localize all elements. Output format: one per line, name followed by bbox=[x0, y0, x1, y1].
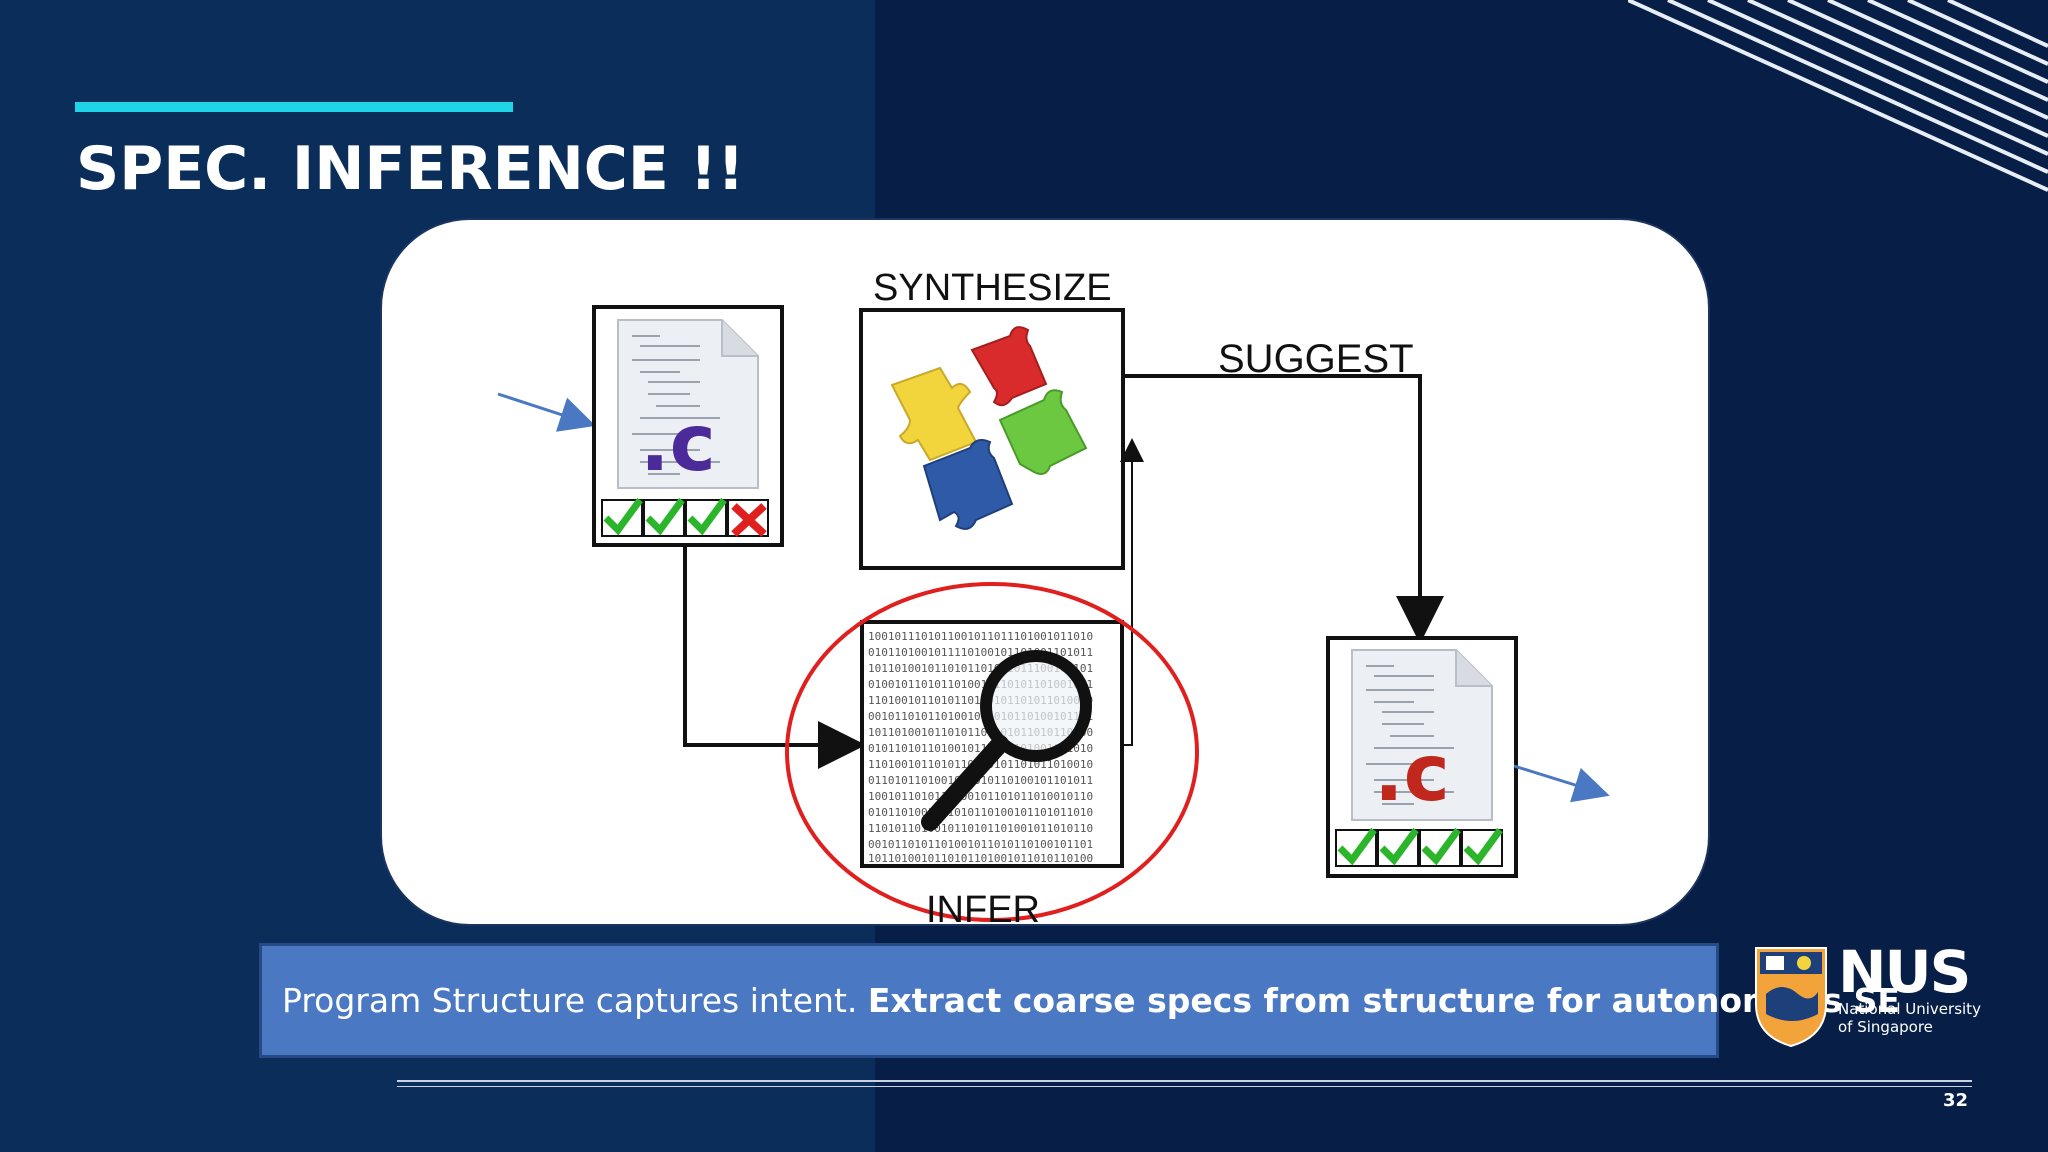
check-icon bbox=[603, 497, 643, 536]
output-arrow bbox=[1513, 764, 1610, 803]
check-icon bbox=[1463, 827, 1503, 866]
magnifier-icon bbox=[921, 650, 1092, 831]
footer-rule-thin bbox=[397, 1086, 1972, 1087]
infer-box: 1001011101011001011011101001011010 01011… bbox=[860, 620, 1124, 868]
check-icon bbox=[1421, 827, 1461, 866]
suggest-arrow bbox=[1123, 374, 1444, 644]
decorative-stripes bbox=[1628, 0, 2048, 192]
input-arrow bbox=[497, 392, 596, 432]
svg-text:100101110101100101101110100101: 1001011101011001011011101001011010 bbox=[868, 630, 1093, 643]
puzzle-icon bbox=[890, 326, 1088, 530]
synthesize-box bbox=[859, 308, 1125, 570]
nus-logo-line1: National University bbox=[1838, 1000, 1981, 1018]
input-file-ext: .c bbox=[640, 399, 716, 489]
check-icon bbox=[645, 497, 685, 536]
caption-box: Program Structure captures intent. Extra… bbox=[259, 943, 1900, 1058]
caption-text: Program Structure captures intent. Extra… bbox=[282, 981, 1900, 1020]
svg-text:110101101001011010110100101101: 1101011010010110101101001011010110 bbox=[868, 822, 1093, 835]
svg-text:011010110100101101011010010110: 0110101101001011010110100101101011 bbox=[868, 774, 1093, 787]
footer-rule bbox=[397, 1080, 1972, 1082]
output-file-ext: .c bbox=[1374, 729, 1450, 819]
synthesize-label: SYNTHESIZE bbox=[873, 267, 1112, 309]
nus-crest-icon bbox=[1755, 947, 1827, 1048]
check-icon bbox=[687, 497, 727, 536]
svg-text:100101101011010010110101101001: 1001011010110100101101011010010110 bbox=[868, 790, 1093, 803]
slide-title: SPEC. INFERENCE !! bbox=[76, 134, 745, 204]
input-to-infer-arrow bbox=[683, 545, 866, 769]
nus-logo-line2: of Singapore bbox=[1838, 1018, 1933, 1036]
infer-highlight-ellipse bbox=[785, 582, 1199, 922]
check-icon bbox=[1379, 827, 1419, 866]
suggest-label: SUGGEST bbox=[1218, 337, 1414, 381]
svg-text:101101001011010110100101101011: 1011010010110101101001011010110100 bbox=[868, 852, 1093, 865]
cross-icon bbox=[731, 503, 767, 537]
svg-text:001011010110100101101011010010: 0010110101101001011010110100101101 bbox=[868, 838, 1093, 851]
nus-logo-text: NUS bbox=[1838, 938, 1971, 1006]
title-accent-line bbox=[75, 102, 513, 112]
infer-to-synthesize-arrow bbox=[1120, 438, 1144, 746]
page-number: 32 bbox=[1942, 1090, 1968, 1111]
infer-label: INFER bbox=[926, 889, 1040, 931]
caption-bold: Extract coarse specs from structure for … bbox=[867, 981, 1900, 1020]
check-icon bbox=[1337, 827, 1377, 866]
input-check-row bbox=[601, 497, 769, 537]
output-check-row bbox=[1335, 827, 1503, 867]
svg-text:010110100101101011010010110101: 0101101001011010110100101101011010 bbox=[868, 806, 1093, 819]
caption-normal: Program Structure captures intent. bbox=[282, 981, 868, 1020]
